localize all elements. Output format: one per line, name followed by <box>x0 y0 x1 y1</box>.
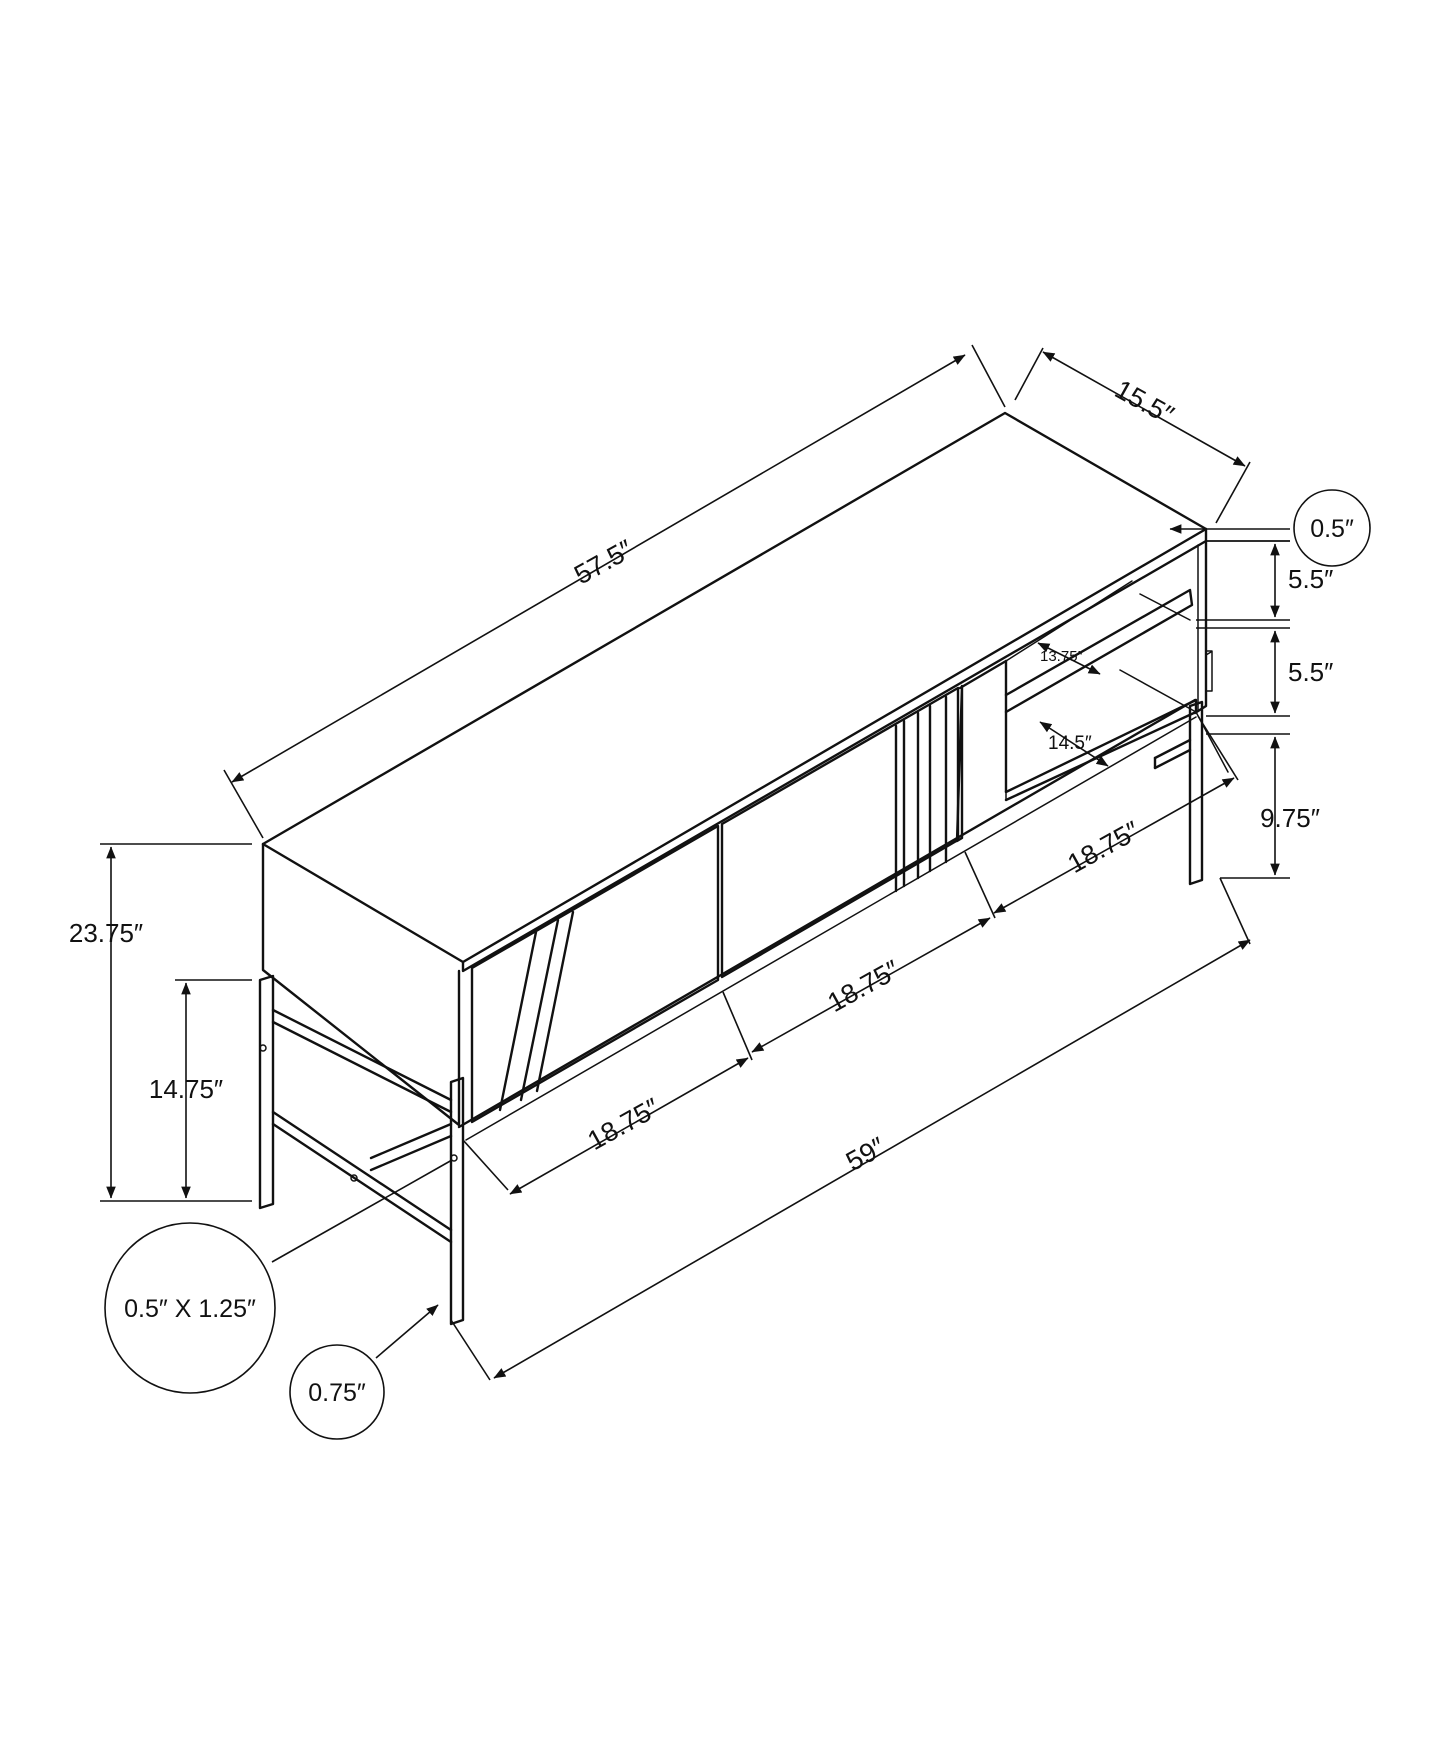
dim-length-top <box>223 344 1006 839</box>
callout-leg-square <box>289 1344 385 1440</box>
leg-frame-right <box>1153 700 1229 886</box>
callout-leg-profile <box>104 1222 276 1394</box>
label-shelf-gap-1: 5.5″ <box>1288 564 1333 594</box>
cabinet-outline <box>261 411 1213 1141</box>
cabinet-right-panel <box>1193 539 1208 715</box>
label-depth: 15.5″ <box>1110 374 1179 431</box>
label-length-top: 57.5″ <box>569 534 638 591</box>
dim-depth <box>1014 347 1251 524</box>
label-shelf-depth-1: 13.75″ <box>1040 648 1084 665</box>
door-left <box>470 824 720 1124</box>
label-overall-width: 59″ <box>841 1131 891 1177</box>
open-shelves <box>958 580 1213 802</box>
label-base-clearance: 9.75″ <box>1260 803 1320 833</box>
label-door-width-1: 18.75″ <box>583 1092 665 1156</box>
label-door-width-3: 18.75″ <box>1063 815 1145 879</box>
dim-shelf-depth-2 <box>1039 721 1109 767</box>
callout-leader-leg-profile <box>271 1159 453 1263</box>
dim-total-height <box>100 843 252 1202</box>
dim-door-widths <box>462 715 1239 1195</box>
label-leg-square: 0.75″ <box>308 1379 366 1407</box>
label-door-width-2: 18.75″ <box>823 954 905 1018</box>
callout-top-thickness <box>1293 489 1371 567</box>
label-shelf-depth-2: 14.5″ <box>1048 733 1092 754</box>
label-top-thickness: 0.5″ <box>1310 515 1354 543</box>
label-leg-frame-height: 14.75″ <box>149 1074 223 1104</box>
door-middle <box>720 686 960 979</box>
cabinet-left-panel <box>261 842 461 1127</box>
dim-shelf-depth-1 <box>1037 642 1101 675</box>
door-left-stripes <box>498 910 575 1112</box>
label-leg-profile: 0.5″ X 1.25″ <box>124 1295 256 1323</box>
label-shelf-gap-2: 5.5″ <box>1288 657 1333 687</box>
dim-overall-width <box>450 877 1251 1381</box>
leg-frame-left <box>258 974 465 1326</box>
callout-leader-leg-square <box>375 1304 439 1359</box>
label-total-height: 23.75″ <box>69 918 143 948</box>
dim-leg-height <box>175 979 252 1199</box>
cabinet-top <box>261 411 1208 964</box>
